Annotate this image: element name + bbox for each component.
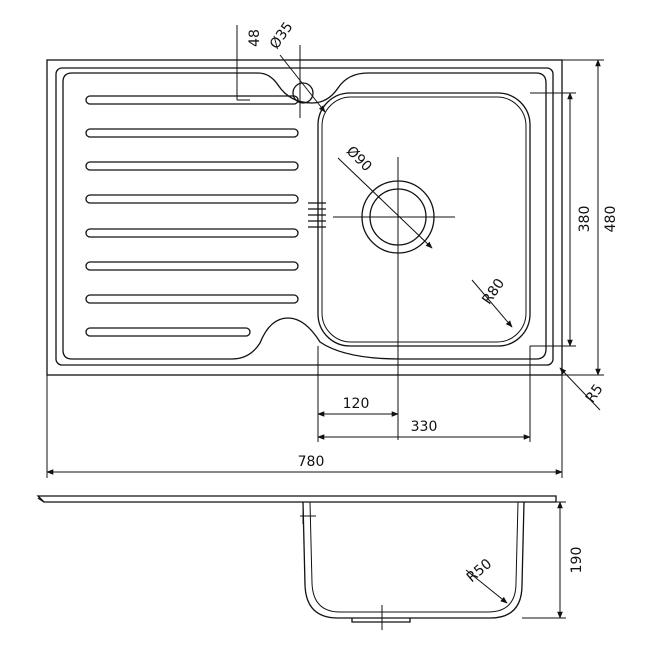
drainer-bowl-outline (62, 72, 547, 360)
side-bowl-outer (302, 501, 525, 619)
dimension-lines (46, 25, 604, 478)
side-radius-leader (465, 569, 508, 604)
drainer-groove (85, 128, 299, 138)
bowl-radius-leader (471, 279, 513, 328)
side-height-label: 190 (569, 547, 585, 574)
tap-diameter-leader (279, 54, 326, 113)
side-view (36, 495, 557, 623)
side-flange-edge (37, 497, 45, 503)
dim-bowl-radius-label: R80 (479, 276, 508, 308)
dim-waste-label: Ø90 (343, 143, 375, 175)
drainer-groove (85, 261, 299, 271)
overflow-slots (308, 202, 326, 228)
side-dimension-lines (300, 501, 566, 630)
drainer-groove (85, 294, 299, 304)
drainer-groove (85, 228, 299, 238)
sink-outer-outline (46, 59, 563, 376)
dim-hole-offset-label: 48 (247, 29, 263, 47)
side-bowl-inner (309, 501, 519, 613)
drainer-groove (85, 95, 299, 105)
dim-overall-width-label: 780 (298, 454, 325, 470)
sink-inner-rim (55, 67, 554, 366)
dim-corner-radius-label: R5 (583, 381, 607, 405)
dim-overall-depth-label: 480 (603, 206, 619, 233)
corner-radius-leader (559, 367, 601, 411)
bowl-inner-outline (321, 96, 527, 343)
side-flange (36, 495, 557, 503)
side-waste-stub (351, 618, 411, 623)
drainer-groove (85, 161, 299, 171)
tap-hole (292, 82, 314, 104)
drainer-groove (85, 194, 299, 204)
drainer-groove (85, 327, 251, 337)
dim-tap-hole-label: Ø35 (267, 19, 297, 52)
bowl-outline (317, 92, 531, 347)
waste-diameter-leader (337, 157, 433, 249)
dim-bowl-width-label: 330 (411, 419, 438, 435)
drainer-grooves (85, 95, 299, 337)
dim-waste-offset-label: 120 (343, 396, 370, 412)
dim-bowl-depth-label: 380 (577, 206, 593, 233)
